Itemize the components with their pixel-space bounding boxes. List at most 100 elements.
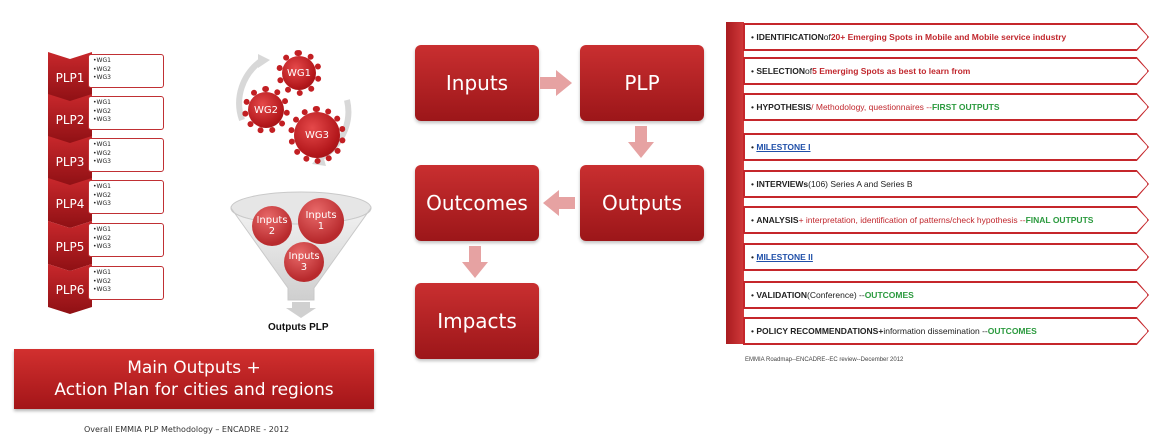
wg-item: •WG1	[93, 99, 111, 106]
wg-list: •WG1 •WG2 •WG3	[88, 266, 164, 300]
wg-item: •WG2	[93, 277, 111, 285]
arrow-down-icon	[628, 126, 654, 158]
gear-wg3: WG3	[288, 106, 346, 164]
bullet: •	[751, 326, 754, 336]
plp-chevron: PLP4	[48, 178, 92, 228]
wg-list: •WG1 •WG2 •WG3	[88, 180, 164, 214]
step-keyword: INTERVIEWs	[756, 179, 809, 189]
roadmap-step: • SELECTION of 5 Emerging Spots as best …	[744, 58, 1148, 84]
wg-item: •WG2	[93, 107, 111, 115]
roadmap-step: • IDENTIFICATION of 20+ Emerging Spots i…	[744, 24, 1148, 50]
plp-chevron: PLP5	[48, 221, 92, 271]
wg-list: •WG1 •WG2 •WG3	[88, 223, 164, 257]
wg-item: •WG2	[93, 149, 111, 157]
flow-outputs: Outputs	[580, 165, 704, 241]
wg-item: •WG2	[93, 234, 111, 242]
wg-item: •WG3	[93, 286, 111, 293]
plp-chevron: PLP2	[48, 94, 92, 144]
plp-row: PLP3 •WG1 •WG2 •WG3	[48, 136, 168, 186]
wg-item: •WG2	[93, 191, 111, 199]
step-highlight: OUTCOMES	[987, 326, 1037, 336]
roadmap-bar	[726, 22, 744, 344]
main-outputs-banner: Main Outputs + Action Plan for cities an…	[14, 349, 374, 409]
plp-row: PLP5 •WG1 •WG2 •WG3	[48, 221, 168, 271]
flow-inputs: Inputs	[415, 45, 539, 121]
milestone-link[interactable]: MILESTONE II	[756, 252, 813, 262]
wg-list: •WG1 •WG2 •WG3	[88, 54, 164, 88]
step-keyword: POLICY RECOMMENDATIONS	[756, 326, 879, 336]
wg-item: •WG3	[93, 116, 111, 123]
funnel-input-2-label: Inputs	[256, 215, 288, 226]
funnel-input-3-number: 3	[300, 262, 308, 273]
bullet: •	[751, 32, 754, 42]
funnel-input-2-number: 2	[268, 226, 276, 237]
wg-item: •WG3	[93, 200, 111, 207]
wg-item: •WG1	[93, 269, 111, 276]
arrow-left-icon	[543, 190, 575, 216]
step-text: of	[823, 32, 831, 42]
roadmap-step: • ANALYSIS + interpretation, identificat…	[744, 207, 1148, 233]
funnel-input-3-label: Inputs	[288, 251, 320, 262]
wg-list: •WG1 •WG2 •WG3	[88, 138, 164, 172]
roadmap-step: • INTERVIEWs (106) Series A and Series B	[744, 171, 1148, 197]
step-keyword: VALIDATION	[756, 290, 808, 300]
step-text: (Conference) --	[807, 290, 865, 300]
roadmap-step: • VALIDATION (Conference) -- OUTCOMES	[744, 282, 1148, 308]
roadmap-caption: EMMIA Roadmap--ENCADRE--EC review--Decem…	[745, 357, 904, 363]
step-highlight: FINAL OUTPUTS	[1025, 215, 1094, 225]
plp-row: PLP4 •WG1 •WG2 •WG3	[48, 178, 168, 228]
wg-item: •WG2	[93, 65, 111, 73]
step-text: + interpretation, identification of patt…	[798, 215, 1026, 225]
bullet: •	[751, 252, 754, 262]
plp-row: PLP6 •WG1 •WG2 •WG3	[48, 264, 168, 314]
wg-item: •WG3	[93, 243, 111, 250]
banner-line-1: Main Outputs +	[127, 358, 261, 378]
step-highlight: FIRST OUTPUTS	[931, 102, 1000, 112]
wg-item: •WG1	[93, 183, 111, 190]
step-keyword: ANALYSIS	[756, 215, 799, 225]
step-text: (106) Series A and Series B	[808, 179, 913, 189]
plp-chevron: PLP6	[48, 264, 92, 314]
arrow-right-icon	[540, 70, 572, 96]
flow-outcomes: Outcomes	[415, 165, 539, 241]
step-highlight: 5 Emerging Spots as best to learn from	[812, 66, 971, 76]
step-keyword: IDENTIFICATION	[756, 32, 824, 42]
roadmap-step: • HYPOTHESIS / Methodology, questionnair…	[744, 94, 1148, 120]
step-plus: +	[878, 326, 884, 336]
bullet: •	[751, 290, 754, 300]
milestone-link[interactable]: MILESTONE I	[756, 142, 811, 152]
wg-item: •WG1	[93, 141, 111, 148]
wg-item: •WG3	[93, 158, 111, 165]
roadmap-step: • POLICY RECOMMENDATIONS + information d…	[744, 318, 1148, 344]
funnel-input-1-number: 1	[317, 221, 325, 232]
step-keyword: SELECTION	[756, 66, 806, 76]
wg-list: •WG1 •WG2 •WG3	[88, 96, 164, 130]
bullet: •	[751, 215, 754, 225]
roadmap-step: • MILESTONE II	[744, 244, 1148, 270]
bullet: •	[751, 66, 754, 76]
outputs-plp-label: Outputs PLP	[268, 322, 329, 333]
plp-chevron: PLP1	[48, 52, 92, 102]
plp-chevron: PLP3	[48, 136, 92, 186]
methodology-caption: Overall EMMIA PLP Methodology – ENCADRE …	[84, 425, 290, 434]
bullet: •	[751, 102, 754, 112]
bullet: •	[751, 179, 754, 189]
plp-row: PLP2 •WG1 •WG2 •WG3	[48, 94, 168, 144]
step-highlight: 20+ Emerging Spots in Mobile and Mobile …	[830, 32, 1067, 42]
roadmap-step: • MILESTONE I	[744, 134, 1148, 160]
step-text: of	[805, 66, 813, 76]
gear-wg2: WG2	[242, 86, 290, 134]
plp-row: PLP1 •WG1 •WG2 •WG3	[48, 52, 168, 102]
funnel-input-1-label: Inputs	[305, 210, 337, 221]
wg-item: •WG1	[93, 57, 111, 64]
wg-item: •WG1	[93, 226, 111, 233]
bullet: •	[751, 142, 754, 152]
wg-item: •WG3	[93, 74, 111, 81]
step-keyword: HYPOTHESIS	[756, 102, 812, 112]
arrow-down-icon	[462, 246, 488, 278]
flow-plp: PLP	[580, 45, 704, 121]
flow-impacts: Impacts	[415, 283, 539, 359]
